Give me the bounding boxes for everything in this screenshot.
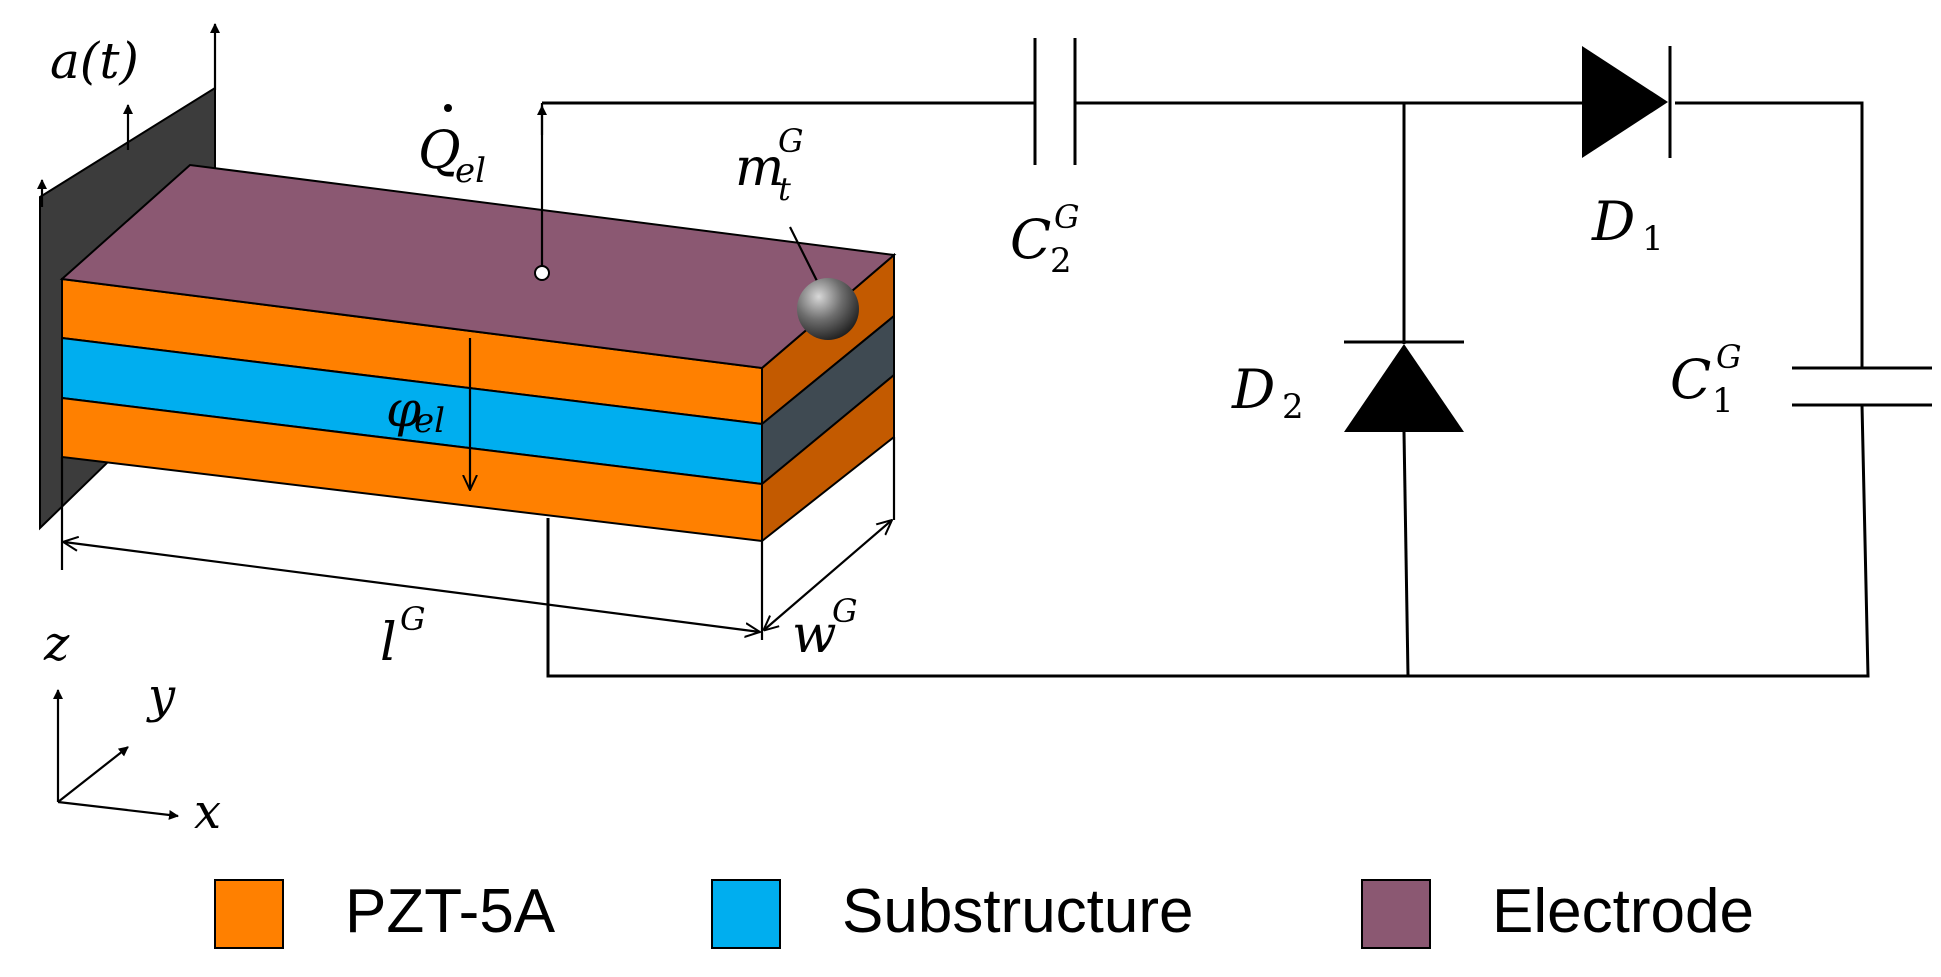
width-superscript: G xyxy=(832,592,858,630)
tip-mass-leader xyxy=(789,226,819,284)
legend-label-pzt: PZT-5A xyxy=(345,877,556,946)
diode-d1-subscript: 1 xyxy=(1642,219,1664,259)
capacitor-c2-superscript: G xyxy=(1054,198,1080,236)
length-label: l xyxy=(380,613,397,673)
cantilever-beam xyxy=(37,23,897,640)
tip-mass-label: m xyxy=(735,138,784,198)
tip-mass-superscript: G xyxy=(778,122,804,160)
legend: PZT-5A Substructure Electrode xyxy=(214,877,1754,949)
capacitor-c1-subscript: 1 xyxy=(1712,381,1734,421)
width-label: w xyxy=(792,605,837,665)
capacitor-c1-superscript: G xyxy=(1716,338,1742,376)
axis-z-label: z xyxy=(43,616,70,672)
length-superscript: G xyxy=(400,600,426,638)
tip-mass-subscript: t xyxy=(778,170,791,208)
legend-label-electrode: Electrode xyxy=(1492,877,1754,946)
axis-x-arrow xyxy=(57,800,179,820)
wire-d2-bottom xyxy=(1402,431,1410,677)
charge-label: Q xyxy=(418,121,461,181)
axis-y-label: y xyxy=(146,668,176,724)
diode-d2-subscript: 2 xyxy=(1282,387,1304,427)
diode-d1-icon xyxy=(1582,46,1668,158)
length-dimension xyxy=(64,542,760,632)
tip-mass-ball xyxy=(797,278,859,340)
potential-label: φ xyxy=(386,380,421,438)
wire-bottom xyxy=(546,404,1870,678)
capacitor-c2-label: C xyxy=(1010,208,1051,271)
acceleration-label: a(t) xyxy=(50,32,139,90)
diode-d2-label: D xyxy=(1231,358,1275,421)
diode-d1-label: D xyxy=(1591,190,1635,253)
legend-item-pzt: PZT-5A xyxy=(214,877,556,949)
charge-dot xyxy=(444,104,452,112)
potential-subscript: el xyxy=(414,401,445,441)
charge-subscript: el xyxy=(455,151,486,191)
legend-label-substructure: Substructure xyxy=(842,877,1194,946)
electrode-terminal xyxy=(534,265,550,281)
coordinate-axes xyxy=(53,689,179,820)
legend-swatch-pzt xyxy=(214,879,284,949)
capacitor-c2-subscript: 2 xyxy=(1050,241,1072,281)
rectifier-circuit xyxy=(542,38,1932,678)
legend-swatch-electrode xyxy=(1361,879,1431,949)
beam-top-electrode xyxy=(59,163,897,370)
wire-top-right xyxy=(1675,101,1864,368)
diode-d2-icon xyxy=(1344,344,1464,432)
capacitor-c1-label: C xyxy=(1670,348,1711,411)
legend-swatch-substructure xyxy=(711,879,781,949)
width-dimension xyxy=(764,520,892,630)
axis-y-arrow xyxy=(57,746,129,803)
axis-x-label: x xyxy=(194,784,221,840)
labels: a(t) Q el φ el m G t l G w G z y x C 2 G… xyxy=(43,32,1742,840)
legend-item-electrode: Electrode xyxy=(1361,877,1754,949)
legend-item-substructure: Substructure xyxy=(711,877,1194,949)
